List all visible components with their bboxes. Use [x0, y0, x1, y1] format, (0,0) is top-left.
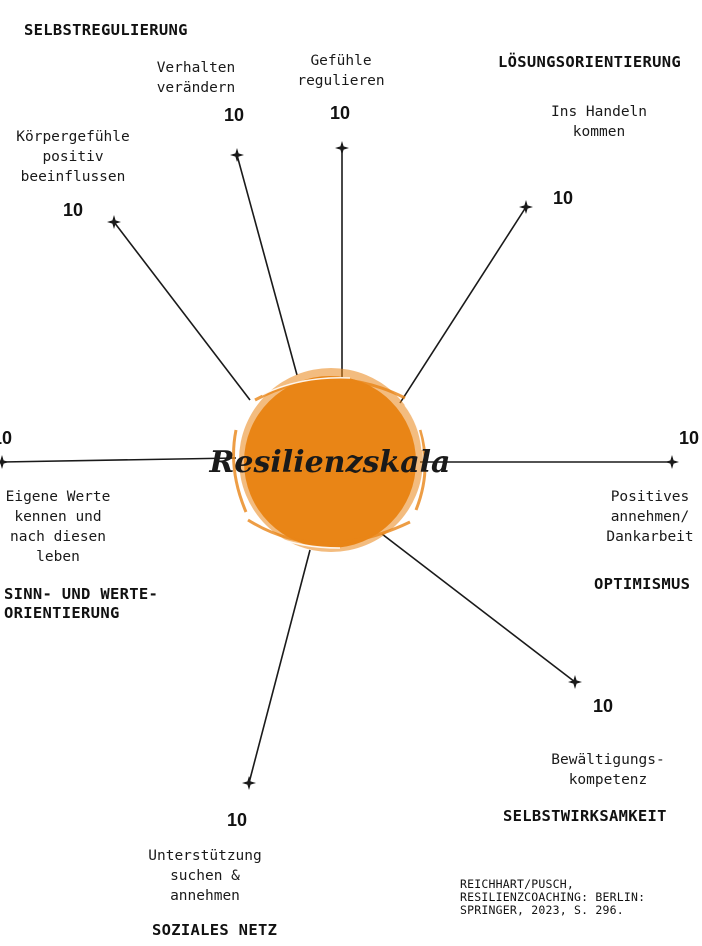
spoke-label-bewaeltigung: Bewältigungs- kompetenz [551, 752, 665, 788]
spoke-line-handeln [399, 206, 527, 404]
spoke-value-werte: 10 [0, 428, 13, 448]
spoke-label-handeln: Ins Handeln kommen [550, 104, 648, 140]
spoke-value-bewaeltigung: 10 [593, 696, 614, 716]
category-soziales-netz: SOZIALES NETZ [152, 921, 278, 939]
star-marker-icon-bewaeltigung [568, 675, 582, 689]
spoke-value-handeln: 10 [553, 188, 574, 208]
category-loesungsorientierung: LÖSUNGSORIENTIERUNG [498, 53, 682, 71]
star-marker-icon-gefuehle [335, 141, 349, 155]
spoke-label-koerpergefuehle: Körpergefühle positiv beeinflussen [16, 129, 130, 185]
star-marker-icon-unterstuetzung [242, 776, 256, 790]
spoke-value-unterstuetzung: 10 [227, 810, 248, 830]
spoke-line-bewaeltigung [381, 533, 576, 683]
spoke-value-positives: 10 [679, 428, 700, 448]
star-marker-icon-koerpergefuehle [107, 215, 121, 229]
spoke-line-verhalten [236, 154, 298, 376]
spoke-value-gefuehle: 10 [330, 103, 351, 123]
spoke-value-koerpergefuehle: 10 [63, 200, 84, 220]
spoke-line-werte [1, 457, 237, 463]
star-marker-icon-verhalten [230, 148, 244, 162]
spoke-line-unterstuetzung [248, 549, 311, 784]
star-marker-icon-positives [665, 455, 679, 469]
spoke-label-gefuehle: Gefühle regulieren [297, 53, 385, 89]
spoke-label-werte: Eigene Werte kennen und nach diesen lebe… [5, 489, 111, 565]
center-title: Resilienzskala [209, 445, 451, 480]
category-optimismus: OPTIMISMUS [594, 575, 691, 593]
spoke-line-koerpergefuehle [113, 221, 251, 401]
source-citation: REICHHART/PUSCH, RESILIENZCOACHING: BERL… [460, 877, 646, 917]
spoke-label-unterstuetzung: Unterstützung suchen & annehmen [148, 848, 262, 904]
spoke-label-positives: Positives annehmen/ Dankarbeit [606, 489, 694, 545]
spoke-label-verhalten: Verhalten verändern [156, 60, 236, 96]
center-circle [232, 368, 427, 552]
category-selbstregulierung: SELBSTREGULIERUNG [24, 21, 188, 39]
category-selbstwirksamkeit: SELBSTWIRKSAMKEIT [503, 807, 667, 825]
category-sinn-werte: SINN- UND WERTE- ORIENTIERUNG [4, 585, 159, 622]
spoke-value-verhalten: 10 [224, 105, 245, 125]
star-marker-icon-handeln [519, 200, 533, 214]
star-marker-icon-werte [0, 455, 9, 469]
